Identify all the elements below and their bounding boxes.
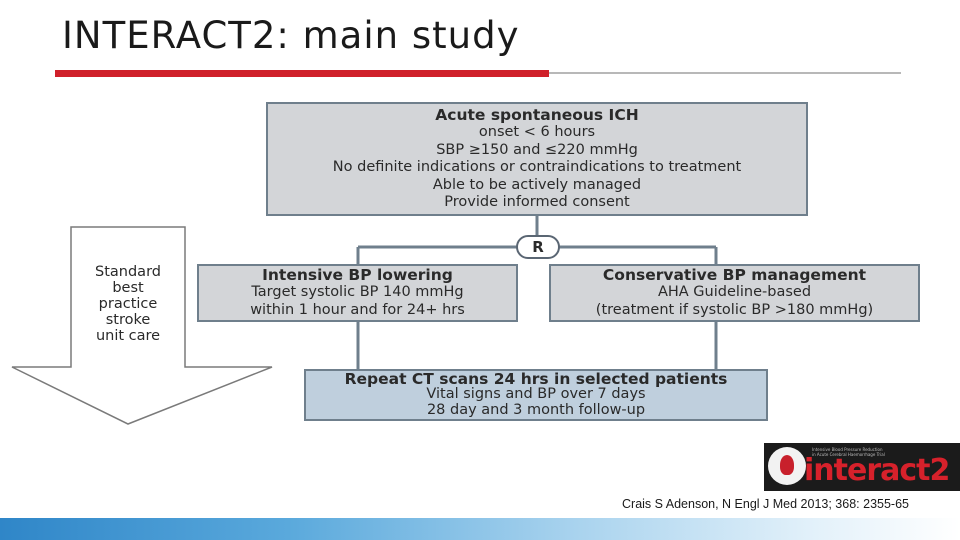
eligibility-line: onset < 6 hours (478, 124, 596, 140)
intensive-line: within 1 hour and for 24+ hrs (250, 301, 465, 318)
title-underline-red (55, 70, 549, 77)
followup-line: 28 day and 3 month follow-up (426, 401, 646, 418)
eligibility-line: Able to be actively managed (432, 176, 642, 193)
eligibility-line: No definite indications or contraindicat… (332, 159, 742, 175)
followup-line: Vital signs and BP over 7 days (426, 386, 646, 403)
standard-care-line: practice (98, 296, 158, 312)
intensive-heading: Intensive BP lowering (262, 265, 453, 284)
randomization-node: R (516, 235, 560, 259)
logo-small-line: in Acute Cerebral Haemorrhage Trial (812, 452, 885, 457)
interact2-logo: Intensive Blood Pressure Reduction in Ac… (764, 443, 960, 491)
logo-word: interact2 (804, 453, 950, 488)
eligibility-line: Provide informed consent (444, 194, 630, 210)
eligibility-heading: Acute spontaneous ICH (435, 105, 639, 124)
followup-heading: Repeat CT scans 24 hrs in selected patie… (344, 369, 728, 388)
citation: Crais S Adenson, N Engl J Med 2013; 368:… (622, 497, 909, 511)
standard-care-line: Standard (95, 264, 161, 280)
logo-small-line: Intensive Blood Pressure Reduction (812, 447, 883, 452)
title-underline-grey (549, 72, 901, 74)
logo-small-text: Intensive Blood Pressure Reduction in Ac… (812, 447, 952, 457)
conservative-line: (treatment if systolic BP >180 mmHg) (595, 301, 874, 318)
logo-brain-icon (768, 447, 806, 485)
slide-title: INTERACT2: main study (62, 14, 520, 57)
eligibility-box: Acute spontaneous ICH onset < 6 hours SB… (266, 102, 808, 216)
footer-gradient-bar (0, 518, 960, 540)
conservative-heading: Conservative BP management (602, 265, 867, 284)
standard-care-arrow (11, 226, 273, 425)
conservative-line: AHA Guideline-based (657, 284, 812, 301)
followup-box: Repeat CT scans 24 hrs in selected patie… (304, 369, 768, 421)
standard-care-line: stroke (105, 312, 151, 328)
intensive-bp-box: Intensive BP lowering Target systolic BP… (197, 264, 518, 322)
conservative-bp-box: Conservative BP management AHA Guideline… (549, 264, 920, 322)
standard-care-line: best (112, 280, 144, 296)
intensive-line: Target systolic BP 140 mmHg (251, 284, 464, 301)
standard-care-line: unit care (95, 328, 161, 344)
standard-care-text: Standard best practice stroke unit care (72, 264, 184, 344)
eligibility-line: SBP ≥150 and ≤220 mmHg (436, 141, 638, 158)
